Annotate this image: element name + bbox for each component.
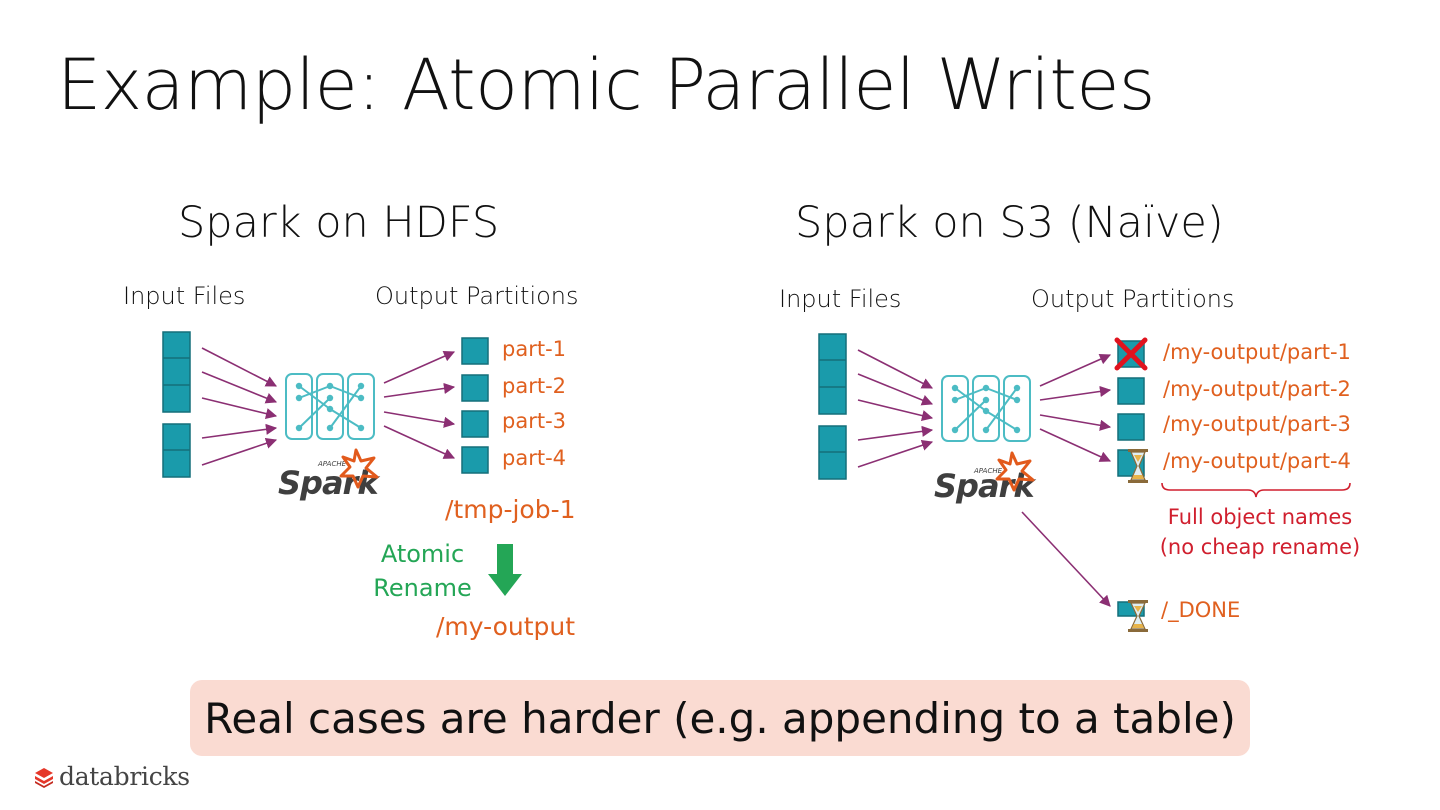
final-output-path: /my-output [436, 612, 576, 641]
input-arrow [201, 371, 278, 404]
slide-title: Example: Atomic Parallel Writes [57, 44, 1155, 126]
tmp-job-path: /tmp-job-1 [445, 495, 576, 524]
s3-part-label: /my-output/part-2 [1163, 377, 1351, 401]
hdfs-panel-title: Spark on HDFS [178, 198, 500, 248]
output-arrow [383, 382, 456, 398]
hdfs-output-partitions [461, 337, 489, 474]
spark-star-icon [339, 448, 379, 489]
s3-panel-title: Spark on S3 (Naïve) [795, 198, 1224, 248]
apache-text: APACHE [317, 460, 347, 468]
spark-star-icon [995, 451, 1035, 492]
output-arrow [1039, 414, 1112, 431]
partition-block [461, 446, 489, 474]
hdfs-spark-shuffle-icon [285, 373, 375, 440]
output-arrow [383, 425, 456, 459]
input-file-block [162, 331, 191, 413]
input-arrow [857, 439, 934, 468]
hourglass-icon [1128, 449, 1148, 483]
atomic-rename-label: Atomic Rename [370, 537, 475, 605]
partition-block [461, 410, 489, 438]
hdfs-output-arrows [383, 350, 456, 459]
hdfs-output-partitions-label: Output Partitions [375, 282, 579, 310]
s3-input-arrows [857, 349, 934, 468]
s3-output-arrows [1021, 353, 1112, 607]
failed-x-icon [1114, 337, 1148, 371]
input-arrow [857, 349, 933, 389]
input-arrow [857, 425, 934, 441]
output-arrow [383, 350, 456, 384]
hdfs-part-label: part-1 [502, 337, 567, 361]
output-arrow [1039, 385, 1112, 401]
output-arrow [383, 411, 456, 428]
partition-block [461, 337, 489, 365]
partition-block [1117, 377, 1145, 405]
input-arrow [857, 373, 934, 406]
s3-input-files [818, 333, 847, 480]
done-arrow [1021, 511, 1111, 607]
done-marker-label: /_DONE [1161, 598, 1241, 622]
hdfs-part-label: part-4 [502, 446, 567, 470]
hdfs-input-files [162, 331, 191, 478]
partition-block [1117, 413, 1145, 441]
partition-block [461, 374, 489, 402]
s3-spark-shuffle-icon [941, 375, 1031, 442]
input-arrow [857, 399, 934, 422]
s3-part-label: /my-output/part-4 [1163, 449, 1351, 473]
callout-banner: Real cases are harder (e.g. appending to… [190, 680, 1250, 756]
atomic-rename-line1: Atomic [380, 540, 465, 568]
databricks-logo-icon [35, 767, 53, 788]
callout-text: Real cases are harder (e.g. appending to… [204, 693, 1236, 743]
hourglass-icon [1128, 600, 1148, 632]
s3-spark-logo: APACHE Spark [934, 451, 1037, 505]
s3-input-files-label: Input Files [779, 285, 902, 313]
s3-output-partitions-label: Output Partitions [1031, 285, 1235, 313]
databricks-logo: databricks [33, 762, 190, 791]
hdfs-part-label: part-3 [502, 409, 567, 433]
input-file-block [818, 333, 847, 415]
apache-text: APACHE [973, 467, 1003, 475]
input-arrow [201, 423, 278, 439]
full-object-names-note: Full object names (no cheap rename) [1150, 502, 1370, 562]
atomic-rename-line2: Rename [373, 574, 472, 602]
atomic-rename-arrow-icon [488, 544, 522, 596]
spark-text: Spark [278, 464, 380, 502]
output-arrow [1039, 353, 1112, 387]
s3-part-label: /my-output/part-1 [1163, 340, 1351, 364]
note-line2: (no cheap rename) [1159, 535, 1361, 559]
hdfs-input-files-label: Input Files [123, 282, 246, 310]
hdfs-spark-logo: APACHE Spark [278, 448, 381, 502]
databricks-wordmark: databricks [59, 762, 190, 791]
s3-part-label: /my-output/part-3 [1163, 412, 1351, 436]
input-arrow [201, 437, 278, 466]
note-line1: Full object names [1167, 505, 1353, 529]
input-arrow [201, 397, 278, 420]
input-arrow [201, 347, 277, 387]
hdfs-input-arrows [201, 347, 278, 466]
hdfs-part-label: part-2 [502, 374, 567, 398]
spark-text: Spark [934, 467, 1036, 505]
output-arrow [1039, 428, 1112, 462]
curly-brace [1161, 482, 1351, 498]
